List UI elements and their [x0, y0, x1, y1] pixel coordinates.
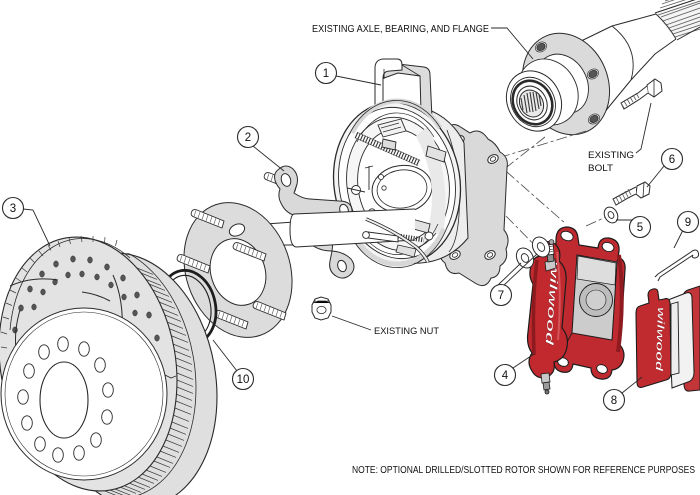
svg-text:3: 3: [10, 203, 16, 215]
svg-text:4: 4: [502, 370, 509, 382]
svg-text:BOLT: BOLT: [588, 163, 613, 174]
svg-text:EXISTING NUT: EXISTING NUT: [374, 326, 439, 337]
svg-text:EXISTING AXLE, BEARING, AND FL: EXISTING AXLE, BEARING, AND FLANGE: [312, 23, 489, 35]
svg-text:EXISTING: EXISTING: [588, 150, 634, 161]
svg-text:NOTE: OPTIONAL DRILLED/SLOTTED: NOTE: OPTIONAL DRILLED/SLOTTED ROTOR SHO…: [352, 465, 695, 476]
svg-text:8: 8: [611, 395, 617, 407]
svg-text:wilwood: wilwood: [653, 307, 666, 373]
svg-text:7: 7: [498, 290, 504, 302]
svg-text:5: 5: [637, 222, 643, 234]
svg-text:2: 2: [245, 132, 251, 144]
svg-text:6: 6: [669, 154, 675, 166]
svg-text:10: 10: [237, 374, 250, 386]
svg-text:9: 9: [685, 217, 691, 229]
svg-text:1: 1: [323, 68, 329, 80]
